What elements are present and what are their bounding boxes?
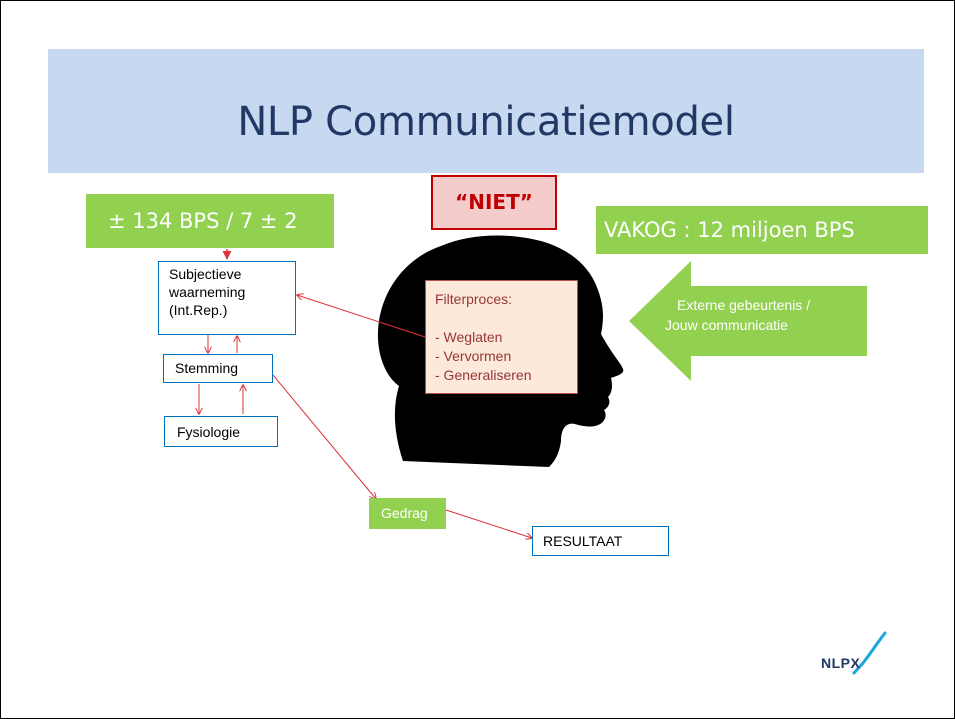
extern-line-2: Jouw communicatie — [665, 317, 788, 333]
resultaat-box: RESULTAAT — [532, 526, 669, 556]
filterproces-box: Filterproces: - Weglaten - Vervormen - G… — [425, 280, 578, 394]
subjectieve-line-2: waarneming — [169, 284, 246, 300]
title-bar: NLP Communicatiemodel — [48, 49, 924, 173]
filter-item-generaliseren: - Generaliseren — [435, 367, 532, 383]
subjectieve-waarneming-box: Subjectieve waarneming (Int.Rep.) — [158, 261, 296, 335]
extern-label: Externe gebeurtenis / Jouw communicatie — [656, 295, 876, 335]
stemming-box: Stemming — [163, 354, 273, 383]
extern-line-1: Externe gebeurtenis / — [677, 297, 811, 313]
subjectieve-line-3: (Int.Rep.) — [169, 302, 228, 318]
fysiologie-box: Fysiologie — [164, 416, 278, 447]
bps-left-label: ± 134 BPS / 7 ± 2 — [86, 194, 334, 248]
slide-title: NLP Communicatiemodel — [237, 99, 735, 145]
subjectieve-line-1: Subjectieve — [169, 266, 242, 282]
filter-item-vervormen: - Vervormen — [435, 348, 512, 364]
filter-heading: Filterproces: — [435, 291, 513, 307]
extern-arrow — [629, 261, 867, 381]
gedrag-box: Gedrag — [369, 498, 446, 529]
logo-check — [852, 631, 887, 675]
filter-item-weglaten: - Weglaten — [435, 329, 503, 345]
nlpx-logo: NLPX — [821, 655, 861, 671]
bps-right-label: VAKOG : 12 miljoen BPS — [596, 206, 928, 254]
niet-box: “NIET” — [431, 175, 557, 230]
